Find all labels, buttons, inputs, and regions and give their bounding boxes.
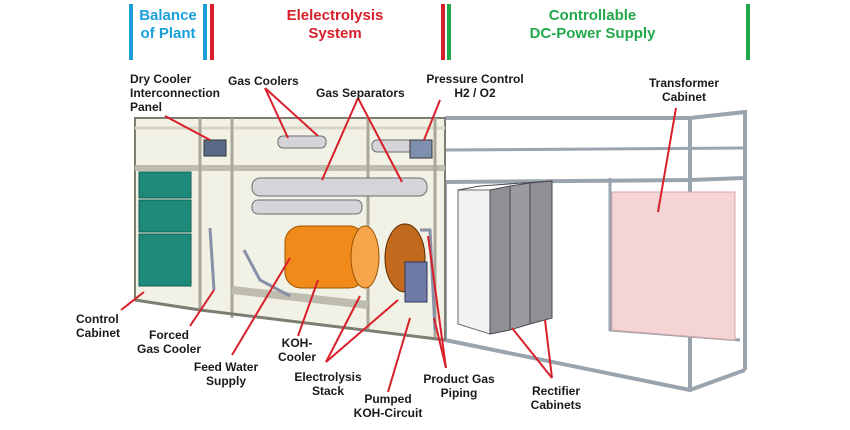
label-feed-water-supply: Feed Water Supply [186, 360, 266, 388]
header-electrolysis-line1: Elelectrolysis [286, 7, 384, 24]
electrolysis-bar-left [210, 4, 214, 60]
label-feed-water-line1: Feed Water [193, 360, 259, 374]
label-electrolysis-stack: Electrolysis Stack [288, 370, 368, 398]
label-koh-cooler-line1: KOH- [281, 336, 313, 350]
dc-power-bar-right [746, 4, 750, 60]
label-forced-gas-cooler-line1: Forced [148, 328, 189, 342]
electrolysis-stack-drawing [284, 223, 428, 303]
header-balance-of-plant-line2: of Plant [140, 25, 196, 42]
label-dry-cooler-line2: Interconnection [130, 86, 221, 100]
label-dry-cooler-line1: Dry Cooler [130, 72, 192, 86]
dc-power-bar-left [447, 4, 451, 60]
header-dc-power-line1: Controllable [548, 7, 637, 24]
label-product-gas-line1: Product Gas [423, 372, 495, 386]
label-control-cabinet: Control Cabinet [76, 312, 120, 340]
label-transformer-line1: Transformer [648, 76, 720, 90]
label-dry-cooler: Dry Cooler Interconnection Panel [130, 72, 220, 114]
piping [208, 227, 437, 331]
transformer-cabinet-box [611, 191, 736, 341]
label-gas-coolers: Gas Coolers [228, 74, 299, 88]
label-rectifier-line1: Rectifier [531, 384, 581, 398]
label-pressure-control: Pressure Control H2 / O2 [424, 72, 526, 100]
label-pumped-koh-line2: KOH-Circuit [353, 406, 423, 420]
label-forced-gas-cooler: Forced Gas Cooler [132, 328, 206, 356]
leader-lines [120, 87, 677, 393]
label-pumped-koh-circuit: Pumped KOH-Circuit [346, 392, 430, 420]
control-boxes [203, 139, 433, 159]
label-product-gas-piping: Product Gas Piping [416, 372, 502, 400]
rectifier-cabinets-drawing [457, 180, 553, 335]
label-electrolysis-stack-line1: Electrolysis [294, 370, 362, 384]
header-electrolysis-system: Elelectrolysis System [250, 7, 420, 43]
header-dc-power-supply: Controllable DC-Power Supply [480, 7, 705, 43]
header-dc-power-line2: DC-Power Supply [529, 25, 656, 42]
label-koh-cooler-line2: Cooler [277, 350, 316, 364]
label-koh-cooler: KOH- Cooler [272, 336, 322, 364]
label-pressure-control-line1: Pressure Control [426, 72, 524, 86]
label-transformer-cabinet: Transformer Cabinet [644, 76, 724, 104]
balance-of-plant-bar-left [129, 4, 133, 60]
label-dry-cooler-line3: Panel [130, 100, 163, 114]
label-forced-gas-cooler-line2: Gas Cooler [136, 342, 202, 356]
label-transformer-line2: Cabinet [661, 90, 706, 104]
electrolysis-bar-right [441, 4, 445, 60]
control-cabinet-panels [138, 171, 192, 287]
header-electrolysis-line2: System [308, 25, 362, 42]
label-gas-separators: Gas Separators [316, 86, 405, 100]
label-product-gas-line2: Piping [440, 386, 478, 400]
header-balance-of-plant-line1: Balance [139, 7, 197, 24]
label-rectifier-line2: Cabinets [530, 398, 582, 412]
label-rectifier-cabinets: Rectifier Cabinets [518, 384, 594, 412]
label-feed-water-line2: Supply [205, 374, 246, 388]
header-balance-of-plant: Balance of Plant [133, 7, 203, 43]
label-pressure-control-line2: H2 / O2 [454, 86, 496, 100]
balance-of-plant-bar-right [203, 4, 207, 60]
label-control-cabinet-line1: Control [76, 312, 119, 326]
label-electrolysis-stack-line2: Stack [311, 384, 345, 398]
label-control-cabinet-line2: Cabinet [76, 326, 121, 340]
label-pumped-koh-line1: Pumped [364, 392, 412, 406]
